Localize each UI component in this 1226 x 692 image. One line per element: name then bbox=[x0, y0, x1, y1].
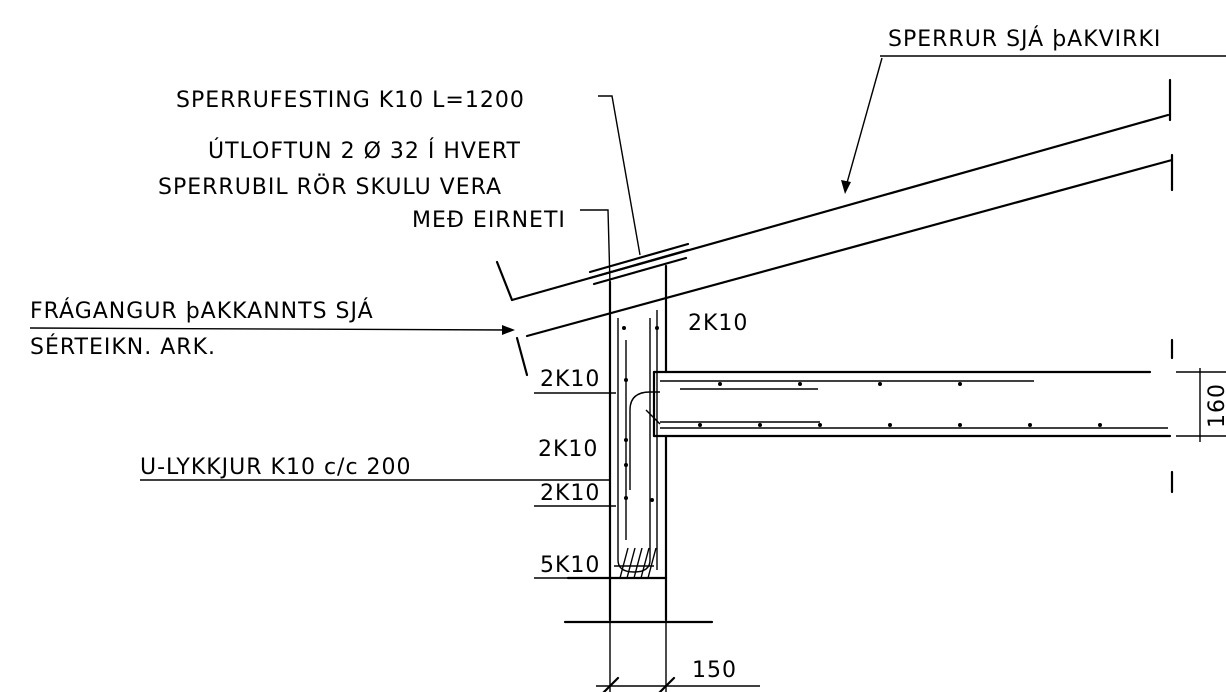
label-utloftun-line2: SPERRUBIL RÖR SKULU VERA bbox=[158, 174, 502, 200]
slab-rebar-dot bbox=[958, 423, 962, 427]
rafter-bottom-line bbox=[525, 158, 1174, 338]
slab-rebar-dot bbox=[958, 382, 962, 386]
slab-rebar-dot bbox=[718, 382, 722, 386]
rafter-break-left-bottom bbox=[515, 336, 529, 377]
label-rebar-2k10-a: 2K10 bbox=[540, 367, 600, 392]
label-sperrufesting: SPERRUFESTING K10 L=1200 bbox=[176, 88, 525, 113]
dim-150-tick-left bbox=[602, 676, 620, 692]
label-rebar-5k10: 5K10 bbox=[540, 553, 600, 578]
label-sperrur: SPERRUR SJÁ þAKVIRKI bbox=[888, 26, 1161, 52]
dim-150-tick-right bbox=[658, 676, 676, 692]
slab-rebar-dot bbox=[698, 423, 702, 427]
anchor-line-1 bbox=[588, 242, 690, 274]
wall-rebar-dot bbox=[624, 496, 628, 500]
label-utloftun-line3: MEÐ EIRNETI bbox=[412, 208, 566, 233]
wall-rebar-dot bbox=[622, 326, 626, 330]
rafter-break-left-top bbox=[495, 260, 514, 302]
slab-bar-hook bbox=[629, 391, 660, 490]
anchor-line-2 bbox=[588, 248, 690, 280]
label-fragangur-line1: FRÁGANGUR þAKKANNTS SJÁ bbox=[30, 298, 374, 324]
wall-rebar-dot bbox=[624, 463, 628, 467]
leader-utloftun bbox=[580, 209, 611, 285]
leader-sperrur-arrow bbox=[841, 180, 851, 194]
wall-rebar-dot bbox=[624, 378, 628, 382]
slab-rebar-dot bbox=[1098, 423, 1102, 427]
leader-fragangur-arrow bbox=[502, 325, 515, 335]
leader-sperrufesting bbox=[598, 95, 641, 256]
bottom-bar-hatch bbox=[626, 547, 636, 579]
wall-rebar-dot bbox=[624, 438, 628, 442]
label-rebar-2k10-b: 2K10 bbox=[538, 437, 598, 462]
label-dim-160: 160 bbox=[1205, 383, 1226, 428]
label-fragangur-line2: SÉRTEIKN. ARK. bbox=[30, 334, 216, 360]
leader-sperrur bbox=[844, 57, 883, 191]
slab-rebar-dot bbox=[818, 423, 822, 427]
label-utloftun-line1: ÚTLOFTUN 2 Ø 32 Í HVERT bbox=[208, 138, 521, 164]
anchor-line-3 bbox=[592, 256, 688, 286]
slab-rebar-dot bbox=[1028, 423, 1032, 427]
label-rebar-2k10-c: 2K10 bbox=[540, 481, 600, 506]
wall-rebar-dot bbox=[655, 326, 659, 330]
bottom-bar-hatch bbox=[640, 547, 650, 579]
wall-rebar-dot bbox=[650, 498, 654, 502]
bottom-bar-hatch bbox=[633, 547, 643, 579]
slab-rebar-dot bbox=[878, 382, 882, 386]
slab-rebar-dot bbox=[888, 423, 892, 427]
label-ulykkjur: U-LYKKJUR K10 c/c 200 bbox=[140, 455, 412, 480]
slab-rebar-dot bbox=[798, 382, 802, 386]
leader-fragangur bbox=[29, 327, 513, 331]
slab-rebar-dot bbox=[758, 423, 762, 427]
bottom-bar-hatch bbox=[619, 547, 629, 579]
label-rebar-top-right: 2K10 bbox=[688, 311, 748, 336]
label-dim-150: 150 bbox=[692, 658, 737, 683]
bottom-bar-hatch bbox=[647, 547, 657, 579]
